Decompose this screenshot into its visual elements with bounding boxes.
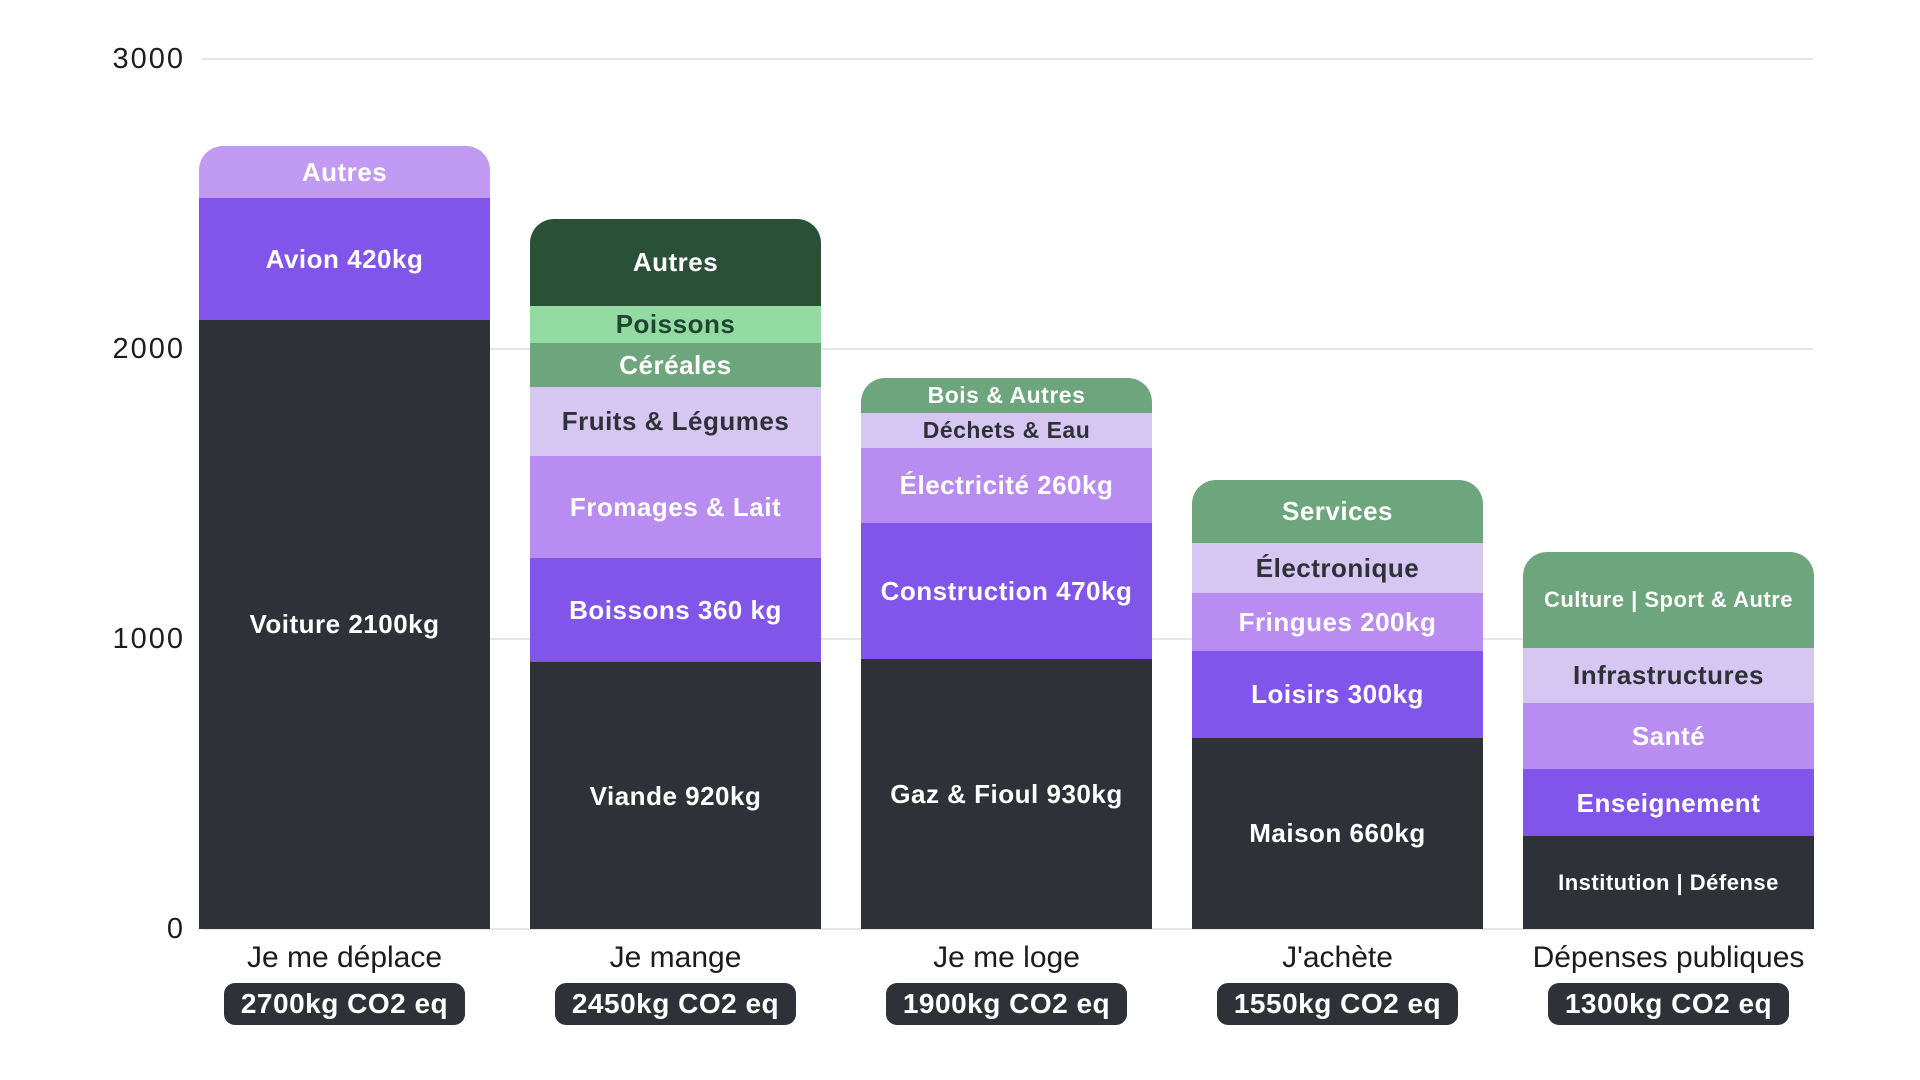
total-badge: 1550kg CO2 eq — [1216, 983, 1459, 1025]
segment-label: Gaz & Fioul 930kg — [890, 779, 1123, 810]
bar-segment: Déchets & Eau — [861, 412, 1152, 448]
segment-label: Fromages & Lait — [569, 492, 782, 523]
segment-label: Bois & Autres — [927, 381, 1086, 408]
bar-segment: Enseignement — [1523, 769, 1814, 837]
segment-label: Électricité 260kg — [899, 470, 1114, 501]
bar-segment: Poissons — [530, 305, 821, 344]
segment-label: Institution | Défense — [1558, 869, 1779, 895]
segment-label: Électronique — [1255, 552, 1420, 583]
category-label: Dépenses publiques — [1532, 941, 1805, 974]
total-badge-row: 2450kg CO2 eq — [530, 983, 821, 1025]
bar-segment: Santé — [1523, 702, 1814, 770]
segment-label: Maison 660kg — [1249, 818, 1426, 849]
segment-label: Services — [1282, 496, 1393, 527]
total-badge: 2450kg CO2 eq — [554, 983, 797, 1025]
total-badge-row: 1900kg CO2 eq — [861, 983, 1152, 1025]
bar-segment: Boissons 360 kg — [530, 557, 821, 663]
segment-label: Autres — [632, 247, 719, 277]
bar-segment: Fromages & Lait — [530, 456, 821, 558]
segment-label: Fringues 200kg — [1238, 606, 1437, 637]
total-badge-row: 1550kg CO2 eq — [1192, 983, 1483, 1025]
y-axis-tick-0: 0 — [166, 913, 185, 945]
bar-segment: Fringues 200kg — [1192, 592, 1483, 651]
bar-segment: Électricité 260kg — [861, 447, 1152, 523]
bar-segment: Services — [1192, 479, 1483, 544]
segment-label: Santé — [1631, 721, 1706, 752]
y-axis-tick-3000: 3000 — [112, 43, 185, 75]
total-badge: 1900kg CO2 eq — [885, 983, 1128, 1025]
segment-label: Culture | Sport & Autre — [1543, 586, 1794, 612]
bar-segment: Gaz & Fioul 930kg — [861, 659, 1152, 929]
bar-segment: Avion 420kg — [199, 198, 490, 320]
segment-label: Avion 420kg — [265, 244, 424, 275]
segment-label: Fruits & Légumes — [561, 406, 790, 437]
y-axis-tick-1000: 1000 — [112, 623, 185, 655]
segment-label: Loisirs 300kg — [1251, 679, 1424, 710]
y-axis-tick-2000: 2000 — [112, 333, 185, 365]
category-label: Je me déplace — [246, 941, 443, 974]
total-badge: 1300kg CO2 eq — [1547, 983, 1790, 1025]
category-label: Je me loge — [933, 941, 1080, 974]
gridline-0 — [202, 928, 1813, 930]
total-badge-row: 1300kg CO2 eq — [1523, 983, 1814, 1025]
bar-segment: Infrastructures — [1523, 647, 1814, 703]
segment-label: Viande 920kg — [589, 780, 762, 811]
category-label: Je mange — [609, 941, 742, 974]
category-label: J'achète — [1282, 941, 1393, 974]
bar-segment: Viande 920kg — [530, 662, 821, 929]
bar-segment: Autres — [199, 146, 490, 199]
bar-segment: Bois & Autres — [861, 378, 1152, 413]
bar-segment: Fruits & Légumes — [530, 386, 821, 457]
bar-segment: Céréales — [530, 343, 821, 387]
bar-segment: Loisirs 300kg — [1192, 650, 1483, 738]
bar-segment: Voiture 2100kg — [199, 319, 490, 929]
bar-segment: Construction 470kg — [861, 522, 1152, 660]
gridline-3000 — [202, 58, 1813, 60]
segment-label: Céréales — [619, 349, 732, 380]
segment-label: Déchets & Eau — [922, 416, 1091, 443]
bar-segment: Électronique — [1192, 543, 1483, 593]
bar-segment: Institution | Défense — [1523, 836, 1814, 929]
segment-label: Boissons 360 kg — [569, 594, 782, 625]
bar-segment: Maison 660kg — [1192, 737, 1483, 929]
total-badge: 2700kg CO2 eq — [223, 983, 466, 1025]
segment-label: Voiture 2100kg — [249, 609, 440, 640]
segment-label: Construction 470kg — [880, 576, 1133, 607]
segment-label: Poissons — [615, 309, 736, 340]
bar-segment: Autres — [530, 218, 821, 306]
segment-label: Infrastructures — [1573, 660, 1764, 691]
segment-label: Enseignement — [1576, 787, 1761, 818]
bar-segment: Culture | Sport & Autre — [1523, 552, 1814, 648]
gridline-2000 — [202, 348, 1813, 350]
total-badge-row: 2700kg CO2 eq — [199, 983, 490, 1025]
segment-label: Autres — [301, 157, 388, 188]
